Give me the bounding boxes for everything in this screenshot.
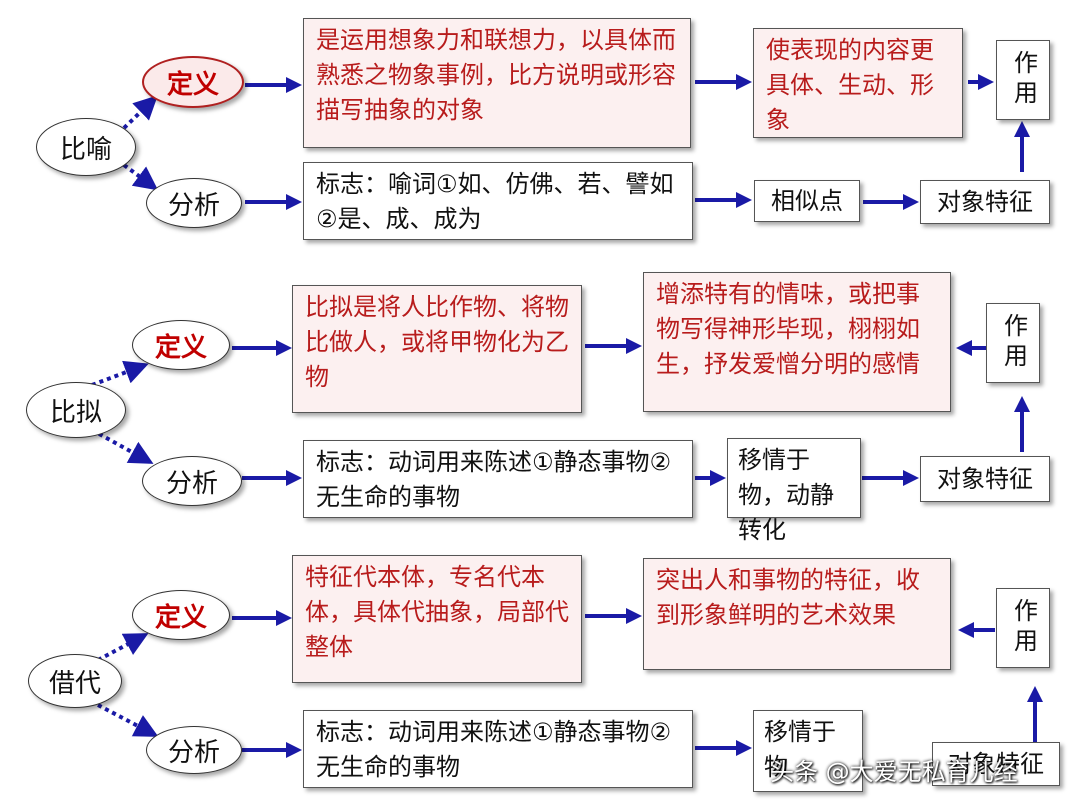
feature-text: 对象特征 <box>937 187 1033 216</box>
arrow <box>122 95 158 130</box>
definition-label: 定义 <box>154 332 207 363</box>
definition-text: 是运用想象力和联想力，以具体而熟悉之物象事例，比方说明或形容描写抽象的对象 <box>316 26 676 124</box>
arrow <box>91 428 154 464</box>
term-node-1: 比喻 <box>36 118 136 176</box>
definition-text: 比拟是将人比作物、将物比做人，或将甲物化为乙物 <box>305 293 569 391</box>
effect-text: 使表现的内容更具体、生动、形象 <box>766 36 934 134</box>
term-label: 借代 <box>48 668 101 699</box>
term-node-2: 比拟 <box>26 382 126 438</box>
point-box-3: 移情于物 <box>753 710 863 792</box>
definition-text: 特征代本体，专名代本体，具体代抽象，局部代整体 <box>305 563 569 661</box>
effect-text: 突出人和事物的特征，收到形象鲜明的艺术效果 <box>656 566 920 629</box>
term-label: 比拟 <box>49 397 102 428</box>
watermark: 头条 @大爱无私育儿经 <box>770 758 1018 786</box>
point-text: 移情于物 <box>764 718 836 781</box>
marker-box-2: 标志：动词用来陈述①静态事物②无生命的事物 <box>303 440 693 518</box>
point-text: 移情于物，动静转化 <box>738 446 834 544</box>
function-label: 作用 <box>1009 50 1038 110</box>
point-text: 相似点 <box>771 186 843 215</box>
definition-box-1: 是运用想象力和联想力，以具体而熟悉之物象事例，比方说明或形容描写抽象的对象 <box>303 18 691 148</box>
definition-label: 定义 <box>166 69 219 100</box>
arrow <box>122 163 159 191</box>
feature-text: 对象特征 <box>937 464 1033 493</box>
analysis-label: 分析 <box>165 468 218 499</box>
analysis-node-1: 分析 <box>146 178 242 228</box>
function-box-3: 作用 <box>996 588 1050 668</box>
definition-node-3: 定义 <box>132 590 230 640</box>
effect-box-1: 使表现的内容更具体、生动、形象 <box>753 28 963 138</box>
feature-box-1: 对象特征 <box>920 180 1050 224</box>
effect-box-3: 突出人和事物的特征，收到形象鲜明的艺术效果 <box>643 558 951 670</box>
arrow <box>91 360 149 387</box>
marker-box-3: 标志：动词用来陈述①静态事物②无生命的事物 <box>303 710 693 788</box>
effect-box-2: 增添特有的情味，或把事物写得神形毕现，栩栩如生，抒发爱憎分明的感情 <box>643 272 951 412</box>
effect-text: 增添特有的情味，或把事物写得神形毕现，栩栩如生，抒发爱憎分明的感情 <box>656 280 920 378</box>
term-label: 比喻 <box>59 134 112 165</box>
marker-text: 标志：喻词①如、仿佛、若、譬如②是、成、成为 <box>316 170 674 233</box>
definition-node-1: 定义 <box>142 56 244 108</box>
definition-box-3: 特征代本体，专名代本体，具体代抽象，局部代整体 <box>292 555 582 683</box>
analysis-label: 分析 <box>167 737 220 768</box>
analysis-label: 分析 <box>167 190 220 221</box>
definition-box-2: 比拟是将人比作物、将物比做人，或将甲物化为乙物 <box>292 285 582 413</box>
feature-box-2: 对象特征 <box>920 456 1050 502</box>
marker-box-1: 标志：喻词①如、仿佛、若、譬如②是、成、成为 <box>303 162 693 240</box>
term-node-3: 借代 <box>28 654 122 708</box>
arrow <box>97 703 159 737</box>
analysis-node-2: 分析 <box>142 456 242 506</box>
definition-node-2: 定义 <box>132 320 230 370</box>
arrow <box>97 633 149 662</box>
point-box-2: 移情于物，动静转化 <box>727 438 861 544</box>
analysis-node-3: 分析 <box>146 726 242 774</box>
definition-label: 定义 <box>154 602 207 633</box>
function-box-1: 作用 <box>996 40 1050 120</box>
point-box-1: 相似点 <box>754 180 860 222</box>
function-label: 作用 <box>1009 598 1038 658</box>
feature-box-3: 对象特征 <box>932 742 1060 786</box>
marker-text: 标志：动词用来陈述①静态事物②无生命的事物 <box>316 448 672 511</box>
feature-text: 对象特征 <box>948 749 1044 778</box>
function-box-2: 作用 <box>986 303 1040 383</box>
marker-text: 标志：动词用来陈述①静态事物②无生命的事物 <box>316 718 672 781</box>
function-label: 作用 <box>999 313 1028 373</box>
